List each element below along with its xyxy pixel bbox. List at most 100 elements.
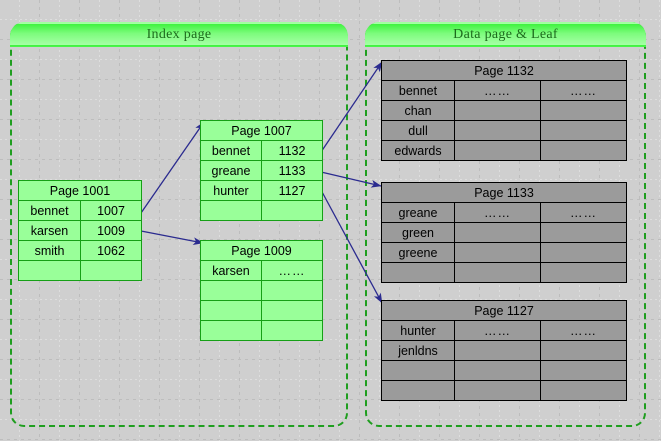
page-1009-title: Page 1009 (199, 240, 324, 261)
page-1009-r0c0: karsen (200, 260, 262, 281)
page-1133-r2c0: greene (381, 242, 455, 263)
page-1127-title: Page 1127 (381, 300, 627, 321)
group-index-page-title: Index page (10, 22, 348, 47)
table-row[interactable]: bennet 1132 (200, 140, 324, 161)
page-1001-r0c1: 1007 (79, 200, 143, 221)
page-1001-r3c1 (79, 260, 143, 281)
page-1127-r0c0: hunter (381, 320, 455, 341)
page-1001-r2c1: 1062 (79, 240, 143, 261)
page-1133-r0c0: greane (381, 202, 455, 223)
page-1127-r1c2 (540, 340, 627, 361)
page-1133-r0c1: …… (454, 202, 541, 223)
page-1001-r2c0: smith (18, 240, 81, 261)
page-1133-r1c2 (540, 222, 627, 243)
table-row[interactable] (200, 200, 324, 221)
page-1001-r1c1: 1009 (79, 220, 143, 241)
table-header-row: Page 1001 (17, 180, 143, 201)
table-row[interactable]: jenldns (381, 340, 627, 361)
page-1132-r0c0: bennet (381, 80, 455, 101)
page-1132-r0c2: …… (540, 80, 627, 101)
page-1009-r3c1 (260, 320, 324, 341)
page-1132-r3c1 (454, 140, 541, 161)
table-header-row: Page 1007 (199, 120, 324, 141)
table-row[interactable] (381, 360, 627, 381)
page-1132-r2c0: dull (381, 120, 455, 141)
page-1007-r2c1: 1127 (260, 180, 324, 201)
table-header-row: Page 1127 (381, 300, 627, 321)
page-1133-r3c0 (381, 262, 455, 283)
table-row[interactable]: greene (381, 242, 627, 263)
page-1133-r3c2 (540, 262, 627, 283)
page-1001-r1c0: karsen (18, 220, 81, 241)
page-1007-title: Page 1007 (199, 120, 324, 141)
table-page-1133: Page 1133 greane …… …… green greene (381, 182, 627, 283)
page-1009-r1c1 (260, 280, 324, 301)
page-1007-r1c1: 1133 (260, 160, 324, 181)
table-page-1001: Page 1001 bennet 1007 karsen 1009 smith … (17, 180, 143, 281)
page-1009-r3c0 (200, 320, 262, 341)
page-1133-title: Page 1133 (381, 182, 627, 203)
page-1001-r3c0 (18, 260, 81, 281)
page-1127-r3c2 (540, 380, 627, 401)
page-1007-r0c1: 1132 (260, 140, 324, 161)
page-1127-r3c0 (381, 380, 455, 401)
page-1132-r1c1 (454, 100, 541, 121)
table-row[interactable]: hunter 1127 (200, 180, 324, 201)
table-row[interactable] (381, 380, 627, 401)
page-1009-r0c1: …… (260, 260, 324, 281)
page-1009-r2c1 (260, 300, 324, 321)
table-page-1007: Page 1007 bennet 1132 greane 1133 hunter… (199, 120, 324, 221)
page-1132-r3c0: edwards (381, 140, 455, 161)
page-1127-r0c1: …… (454, 320, 541, 341)
table-row[interactable]: green (381, 222, 627, 243)
page-1009-r1c0 (200, 280, 262, 301)
table-page-1009: Page 1009 karsen …… (199, 240, 324, 341)
table-row[interactable] (18, 260, 143, 281)
table-row[interactable]: greane …… …… (381, 202, 627, 223)
page-1132-r2c1 (454, 120, 541, 141)
page-1133-r0c2: …… (540, 202, 627, 223)
page-1127-r0c2: …… (540, 320, 627, 341)
page-1132-r1c2 (540, 100, 627, 121)
table-row[interactable]: smith 1062 (18, 240, 143, 261)
table-row[interactable]: bennet …… …… (381, 80, 627, 101)
page-1127-r2c1 (454, 360, 541, 381)
table-header-row: Page 1132 (381, 60, 627, 81)
page-1132-title: Page 1132 (381, 60, 627, 81)
page-1132-r0c1: …… (454, 80, 541, 101)
page-1007-r3c0 (200, 200, 262, 221)
table-page-1132: Page 1132 bennet …… …… chan dull edwards (381, 60, 627, 161)
table-header-row: Page 1133 (381, 182, 627, 203)
page-1132-r3c2 (540, 140, 627, 161)
page-1001-title: Page 1001 (17, 180, 143, 201)
table-row[interactable]: karsen 1009 (18, 220, 143, 241)
page-1127-r1c0: jenldns (381, 340, 455, 361)
page-1001-r0c0: bennet (18, 200, 81, 221)
table-row[interactable]: bennet 1007 (18, 200, 143, 221)
page-1132-r1c0: chan (381, 100, 455, 121)
page-1133-r1c1 (454, 222, 541, 243)
page-1007-r3c1 (260, 200, 324, 221)
page-1127-r2c2 (540, 360, 627, 381)
table-row[interactable] (381, 262, 627, 283)
page-1009-r2c0 (200, 300, 262, 321)
table-row[interactable]: chan (381, 100, 627, 121)
page-1007-r0c0: bennet (200, 140, 262, 161)
page-1007-r1c0: greane (200, 160, 262, 181)
page-1127-r2c0 (381, 360, 455, 381)
table-row[interactable] (200, 280, 324, 301)
table-row[interactable] (200, 300, 324, 321)
page-1133-r2c1 (454, 242, 541, 263)
table-row[interactable]: hunter …… …… (381, 320, 627, 341)
table-row[interactable]: dull (381, 120, 627, 141)
page-1127-r3c1 (454, 380, 541, 401)
page-1127-r1c1 (454, 340, 541, 361)
page-1007-r2c0: hunter (200, 180, 262, 201)
table-row[interactable] (200, 320, 324, 341)
page-1133-r3c1 (454, 262, 541, 283)
table-row[interactable]: edwards (381, 140, 627, 161)
table-row[interactable]: karsen …… (200, 260, 324, 281)
table-row[interactable]: greane 1133 (200, 160, 324, 181)
page-1132-r2c2 (540, 120, 627, 141)
